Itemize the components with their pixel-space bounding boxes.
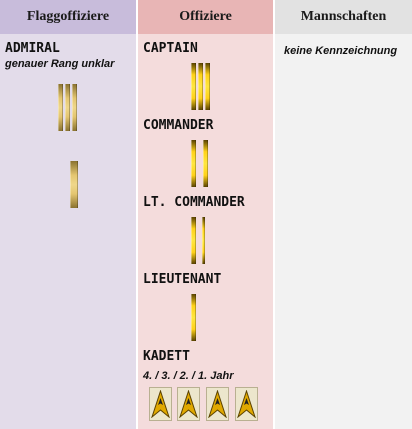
- stripe: [191, 294, 196, 341]
- rank-captain: CAPTAIN: [143, 41, 198, 56]
- starfleet-delta-icon: [151, 390, 170, 418]
- stripe: [191, 140, 196, 187]
- starfleet-delta-icon: [208, 390, 227, 418]
- starfleet-delta-icon: [179, 390, 198, 418]
- rank-lieutenant: LIEUTENANT: [143, 272, 222, 287]
- crew-column: Mannschaften keine Kennzeichnung: [275, 0, 412, 429]
- stripe: [70, 161, 78, 208]
- flag-officers-column: Flaggoffiziere ADMIRAL genauer Rang unkl…: [0, 0, 136, 429]
- stripe: [72, 84, 77, 131]
- rank-admiral: ADMIRAL: [5, 41, 60, 56]
- rank-commander: COMMANDER: [143, 118, 214, 133]
- cadet-badge-year-4: [149, 387, 172, 421]
- stripe: [205, 63, 210, 110]
- starfleet-delta-icon: [237, 390, 256, 418]
- crew-note: keine Kennzeichnung: [284, 45, 398, 57]
- officers-column: Offiziere CAPTAIN COMMANDER LT. COMMANDE…: [138, 0, 273, 429]
- stripe: [65, 84, 70, 131]
- stripe: [203, 140, 208, 187]
- rank-cadet: KADETT: [143, 349, 190, 364]
- cadet-years: 4. / 3. / 2. / 1. Jahr: [143, 370, 234, 382]
- stripe: [191, 63, 196, 110]
- stripe: [58, 84, 63, 131]
- stripe: [198, 63, 203, 110]
- stripe: [191, 217, 196, 264]
- cadet-badge-year-3: [177, 387, 200, 421]
- admiral-note: genauer Rang unklar: [5, 58, 115, 70]
- cadet-badge-year-1: [235, 387, 258, 421]
- flag-officers-header: Flaggoffiziere: [0, 0, 136, 34]
- crew-header: Mannschaften: [275, 0, 412, 34]
- officers-header: Offiziere: [138, 0, 273, 34]
- rank-lt-commander: LT. COMMANDER: [143, 195, 245, 210]
- stripe-thin: [202, 217, 205, 264]
- cadet-badge-year-2: [206, 387, 229, 421]
